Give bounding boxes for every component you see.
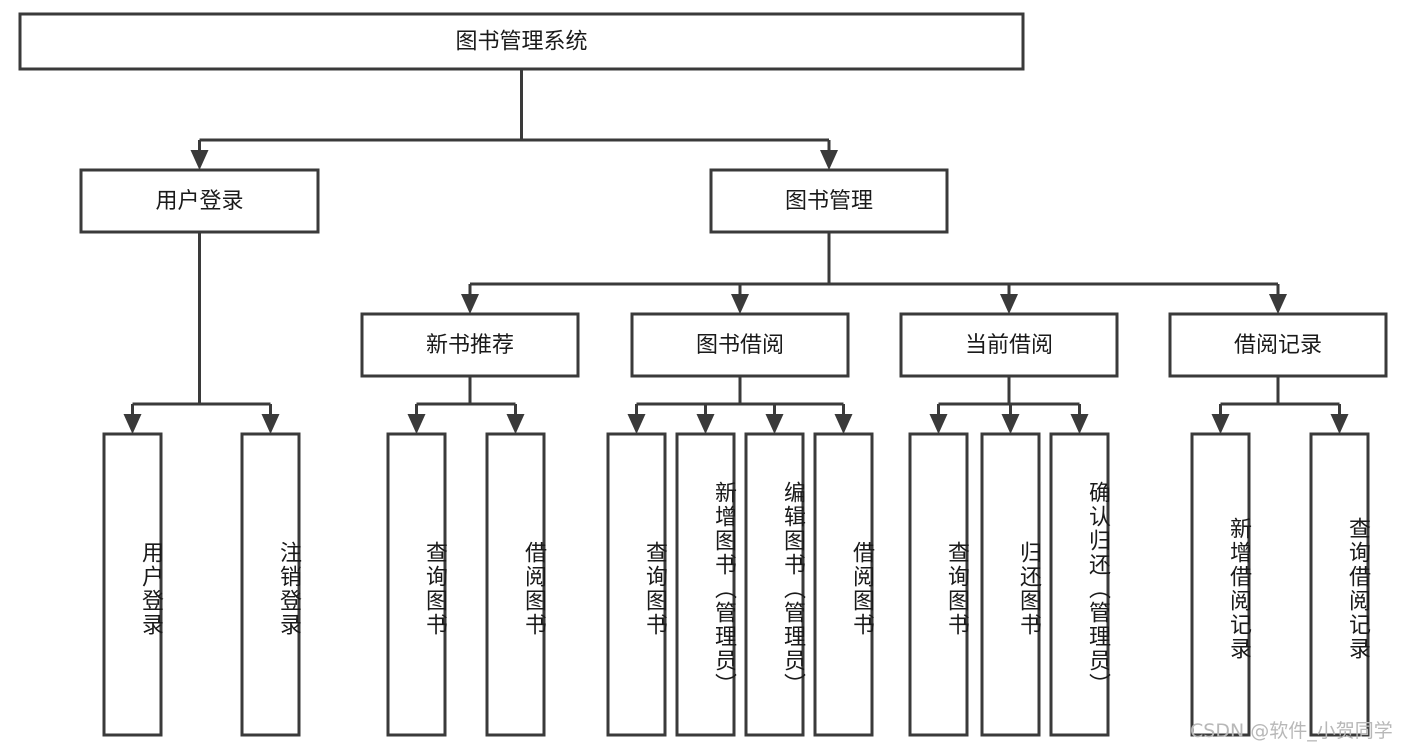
arrow-head-icon (627, 414, 646, 434)
arrow-head-icon (929, 414, 948, 434)
node-label-l3-borrow-record: 借阅记录 (1234, 333, 1322, 358)
arrow-head-icon (1001, 414, 1020, 434)
node-box-l3-current-borrow[interactable] (899, 312, 1119, 378)
arrow-head-icon (123, 414, 142, 434)
node-box-leaf-logout[interactable] (240, 432, 301, 737)
node-box-leaf-cb-confirm[interactable] (1049, 432, 1110, 737)
arrow-head-icon (407, 414, 426, 434)
arrow-head-icon (1070, 414, 1089, 434)
node-box-leaf-rec-query[interactable] (386, 432, 447, 737)
node-box-root[interactable] (18, 12, 1025, 71)
node-box-leaf-bb-query[interactable] (606, 432, 667, 737)
node-label-l3-new-book-rec: 新书推荐 (426, 333, 514, 358)
node-label-l3-book-borrow: 图书借阅 (696, 333, 784, 358)
node-box-leaf-bb-add[interactable] (675, 432, 736, 737)
node-box-leaf-user-login[interactable] (102, 432, 163, 737)
arrow-head-icon (506, 414, 525, 434)
watermark-text: CSDN @软件_小贺同学 (1190, 720, 1393, 742)
arrow-head-icon (1269, 294, 1287, 314)
node-label-root: 图书管理系统 (455, 30, 587, 55)
node-label-l2-user-login: 用户登录 (155, 189, 243, 214)
arrow-head-icon (1000, 294, 1018, 314)
arrow-head-icon (731, 294, 749, 314)
arrow-head-icon (461, 294, 479, 314)
arrow-head-icon (1211, 414, 1230, 434)
arrow-head-icon (834, 414, 853, 434)
arrow-head-icon (765, 414, 784, 434)
node-box-l3-borrow-record[interactable] (1168, 312, 1388, 378)
node-box-leaf-rec-borrow[interactable] (485, 432, 546, 737)
node-label-l3-current-borrow: 当前借阅 (965, 333, 1053, 358)
edges-layer (123, 69, 1349, 434)
node-box-leaf-br-query[interactable] (1309, 432, 1370, 737)
node-box-l2-user-login[interactable] (79, 168, 320, 234)
arrow-head-icon (190, 150, 209, 170)
node-box-l2-book-manage[interactable] (709, 168, 949, 234)
node-box-leaf-br-add[interactable] (1190, 432, 1251, 737)
arrow-head-icon (261, 414, 280, 434)
node-box-l3-book-borrow[interactable] (630, 312, 850, 378)
node-box-l3-new-book-rec[interactable] (360, 312, 580, 378)
node-box-leaf-cb-query[interactable] (908, 432, 969, 737)
node-label-l2-book-manage: 图书管理 (785, 189, 873, 214)
node-box-leaf-cb-return[interactable] (980, 432, 1041, 737)
node-box-leaf-bb-edit[interactable] (744, 432, 805, 737)
arrow-head-icon (696, 414, 715, 434)
arrow-head-icon (820, 150, 838, 170)
node-box-leaf-bb-borrow[interactable] (813, 432, 874, 737)
arrow-head-icon (1330, 414, 1349, 434)
